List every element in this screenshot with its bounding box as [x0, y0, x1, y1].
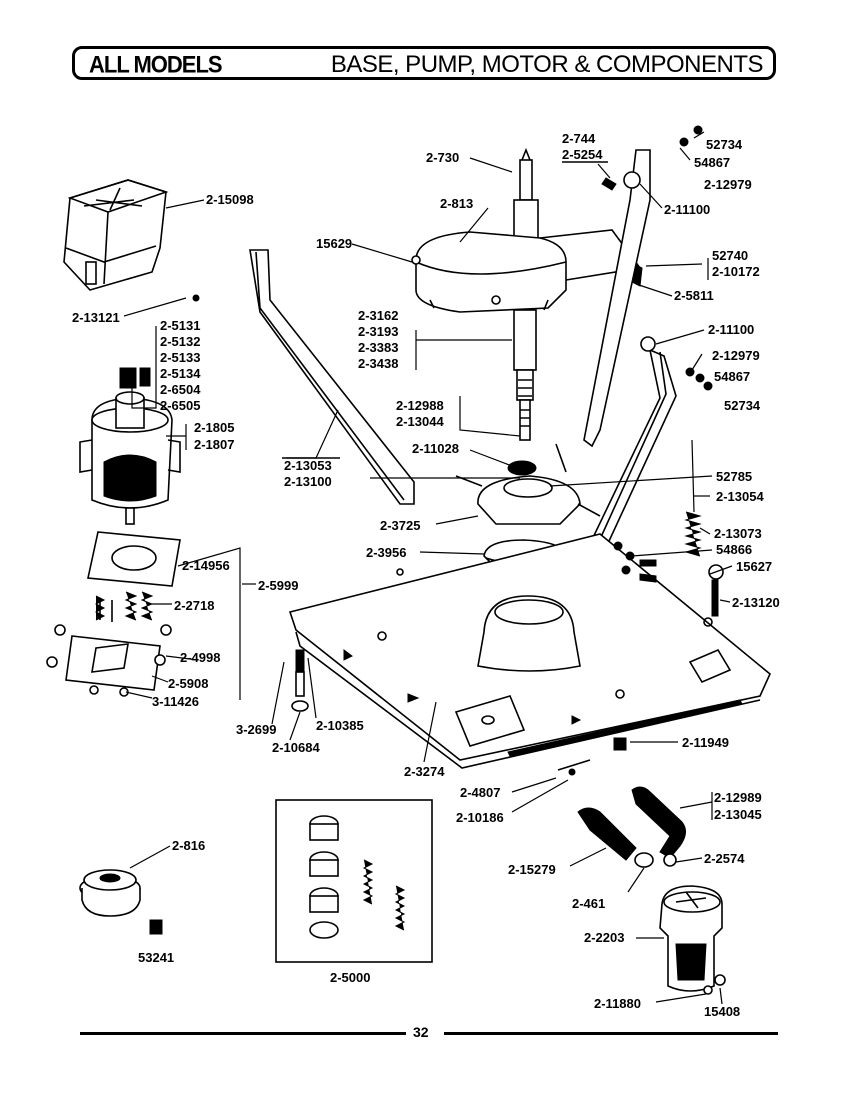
- transmission: [411, 147, 643, 441]
- callout-3-2699: 3-2699: [236, 722, 276, 737]
- callout-54867-top: 54867: [694, 155, 730, 170]
- callout-labels: 2-730 2-744 2-5254 52734 54867 2-12979 2…: [72, 131, 780, 1019]
- callout-2-461: 2-461: [572, 896, 605, 911]
- callout-2-11100-top: 2-11100: [664, 202, 710, 217]
- callout-2-5811: 2-5811: [674, 288, 714, 303]
- callout-2-1807: 2-1807: [194, 437, 234, 452]
- callout-2-13045: 2-13045: [714, 807, 762, 822]
- callout-15627: 15627: [736, 559, 772, 574]
- callout-54867-mid: 54867: [714, 369, 750, 384]
- callout-2-12988: 2-12988: [396, 398, 444, 413]
- callout-2-744: 2-744: [562, 131, 596, 146]
- callout-2-3438: 2-3438: [358, 356, 398, 371]
- callout-2-13100: 2-13100: [284, 474, 332, 489]
- callout-2-2718: 2-2718: [174, 598, 214, 613]
- leader-lines: [123, 131, 733, 1005]
- callout-2-11028: 2-11028: [412, 441, 459, 456]
- callout-15408: 15408: [704, 1004, 740, 1019]
- callout-2-5254: 2-5254: [562, 147, 603, 162]
- footer-rule-left: [80, 1032, 406, 1035]
- callout-2-10186: 2-10186: [456, 810, 504, 825]
- models-title: ALL MODELS: [89, 50, 223, 79]
- top-hardware: [192, 125, 713, 776]
- leveling-leg: [291, 649, 309, 712]
- callout-2-15098: 2-15098: [206, 192, 254, 207]
- callout-2-816: 2-816: [172, 838, 205, 853]
- callout-52734-top: 52734: [706, 137, 743, 152]
- callout-2-3274: 2-3274: [404, 764, 445, 779]
- callout-2-10684: 2-10684: [272, 740, 320, 755]
- callout-2-15279: 2-15279: [508, 862, 556, 877]
- motor-mount: [46, 531, 181, 697]
- callout-2-813: 2-813: [440, 196, 473, 211]
- callout-2-730: 2-730: [426, 150, 459, 165]
- spring-assembly: [613, 439, 724, 617]
- callout-2-12979-mid: 2-12979: [712, 348, 760, 363]
- pulley: [79, 869, 163, 935]
- callout-2-11100-mid: 2-11100: [708, 322, 754, 337]
- callout-2-5999: 2-5999: [258, 578, 298, 593]
- page-number: 32: [413, 1024, 429, 1040]
- brace-left: [249, 249, 415, 505]
- callout-2-13054: 2-13054: [716, 489, 764, 504]
- callout-2-3725: 2-3725: [380, 518, 420, 533]
- section-title: BASE, PUMP, MOTOR & COMPONENTS: [330, 51, 764, 78]
- callout-2-11949: 2-11949: [682, 735, 729, 750]
- callout-15629: 15629: [316, 236, 352, 251]
- callout-2-6504: 2-6504: [160, 382, 201, 397]
- callout-2-1805: 2-1805: [194, 420, 234, 435]
- pump: [634, 852, 726, 995]
- callout-2-2574: 2-2574: [704, 851, 745, 866]
- callout-2-13044: 2-13044: [396, 414, 444, 429]
- callout-2-3162: 2-3162: [358, 308, 398, 323]
- callout-2-13120: 2-13120: [732, 595, 780, 610]
- callout-2-6505: 2-6505: [160, 398, 200, 413]
- callout-2-4807: 2-4807: [460, 785, 500, 800]
- callout-2-3383: 2-3383: [358, 340, 398, 355]
- callout-53241: 53241: [138, 950, 174, 965]
- callout-54866: 54866: [716, 542, 752, 557]
- callout-2-10385: 2-10385: [316, 718, 364, 733]
- base: [288, 533, 771, 769]
- callout-2-13053: 2-13053: [284, 458, 332, 473]
- callout-2-13073: 2-13073: [714, 526, 762, 541]
- callout-2-10172: 2-10172: [712, 264, 760, 279]
- callout-52785: 52785: [716, 469, 752, 484]
- callout-2-2203: 2-2203: [584, 930, 624, 945]
- callout-2-11880: 2-11880: [594, 996, 641, 1011]
- inset-kit: [275, 799, 433, 963]
- callout-2-13121: 2-13121: [72, 310, 120, 325]
- motor: [79, 367, 181, 525]
- callout-2-12979-top: 2-12979: [704, 177, 752, 192]
- callout-2-5132: 2-5132: [160, 334, 200, 349]
- footer-rule-right: [444, 1032, 778, 1035]
- callout-2-12989: 2-12989: [714, 790, 762, 805]
- callout-2-4998: 2-4998: [180, 650, 220, 665]
- page-header: ALL MODELS BASE, PUMP, MOTOR & COMPONENT…: [72, 46, 776, 80]
- callout-2-5908: 2-5908: [168, 676, 208, 691]
- callout-2-3956: 2-3956: [366, 545, 406, 560]
- callout-3-11426: 3-11426: [152, 694, 199, 709]
- callout-52740: 52740: [712, 248, 748, 263]
- callout-2-3193: 2-3193: [358, 324, 398, 339]
- callout-52734-mid: 52734: [724, 398, 761, 413]
- hoses: [577, 786, 686, 861]
- callout-2-14956: 2-14956: [182, 558, 230, 573]
- agitator-drive: [455, 443, 601, 525]
- brace-right: [583, 149, 677, 553]
- callout-2-5134: 2-5134: [160, 366, 201, 381]
- motor-cover: [63, 179, 169, 291]
- inset-label: 2-5000: [330, 970, 370, 985]
- callout-2-5131: 2-5131: [160, 318, 200, 333]
- callout-2-5133: 2-5133: [160, 350, 200, 365]
